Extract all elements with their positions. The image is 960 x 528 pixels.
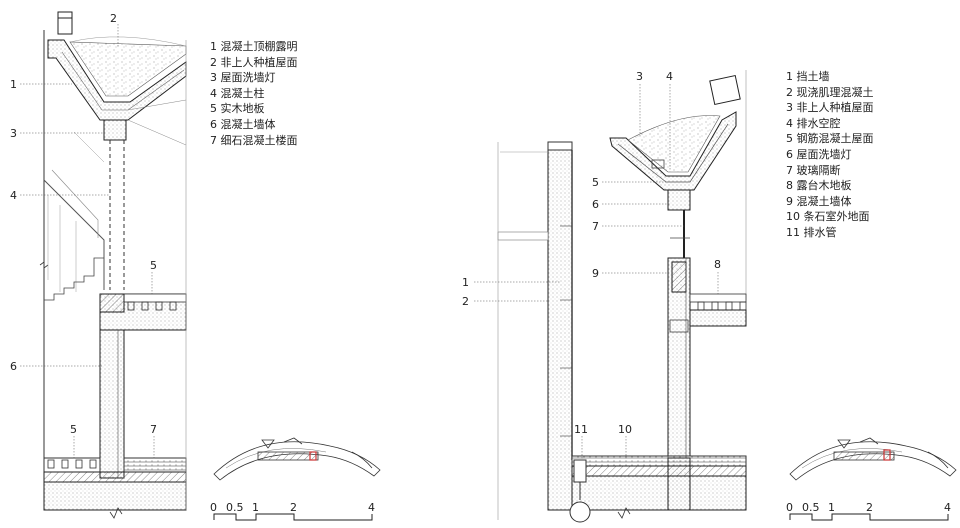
- right-scale-0: 0: [786, 501, 793, 514]
- left-legend-item: 6 混凝土墙体: [210, 117, 276, 131]
- right-callout-6: 6: [592, 198, 599, 211]
- right-callout-5: 5: [592, 176, 599, 189]
- left-scale-labels: 0 0.5 1 2 4: [210, 501, 375, 514]
- right-callouts: 3 4 5 6 7 9 8 1 2 11 10: [462, 70, 721, 436]
- right-legend-item: 11 排水管: [786, 225, 837, 239]
- left-legend-item: 2 非上人种植屋面: [210, 55, 298, 69]
- right-legend-item: 1 挡土墙: [786, 70, 830, 83]
- right-callout-9: 9: [592, 267, 599, 280]
- left-callout-3: 3: [10, 127, 17, 140]
- left-callout-2: 2: [110, 12, 117, 25]
- right-legend-item: 9 混凝土墙体: [786, 194, 852, 208]
- left-leader-lines: [20, 24, 155, 460]
- right-terrace-deck: [689, 293, 747, 303]
- left-scale-4: 4: [368, 501, 375, 514]
- right-roof-soil: [627, 115, 721, 173]
- left-concrete-wall: [99, 329, 125, 479]
- right-callout-4: 4: [666, 70, 673, 83]
- left-stair: [43, 179, 105, 290]
- left-legend-item: 1 混凝土顶棚露明: [210, 40, 298, 53]
- left-scale-0.5: 0.5: [226, 501, 244, 514]
- right-legend-item: 4 排水空腔: [786, 116, 841, 130]
- left-callout-1: 1: [10, 78, 17, 91]
- left-scale-1: 1: [252, 501, 259, 514]
- left-key-plan: [213, 437, 381, 481]
- left-callout-5-upper: 5: [150, 259, 157, 272]
- right-scale-labels: 0 0.5 1 2 4: [786, 501, 951, 514]
- left-roof-soil: [69, 41, 187, 97]
- right-legend-item: 6 屋面洗墙灯: [786, 147, 852, 161]
- left-concrete-column: [103, 119, 127, 141]
- right-legend-item: 2 现浇肌理混凝土: [786, 85, 874, 99]
- left-legend: 1 混凝土顶棚露明 2 非上人种植屋面 3 屋面洗墙灯 4 混凝土柱 5 实木地…: [210, 39, 298, 148]
- right-legend-item: 10 条石室外地面: [786, 210, 870, 224]
- left-scale-2: 2: [290, 501, 297, 514]
- right-legend-item: 7 玻璃隔断: [786, 163, 841, 177]
- right-ground-slab: [571, 455, 747, 467]
- right-drain-channel: [573, 459, 587, 483]
- right-scale-0.5: 0.5: [802, 501, 820, 514]
- right-callout-10: 10: [618, 423, 632, 436]
- right-callout-1: 1: [462, 276, 469, 289]
- right-section-detail: [497, 70, 747, 523]
- left-legend-item: 5 实木地板: [210, 102, 265, 116]
- right-scale-4: 4: [944, 501, 951, 514]
- right-retaining-wall: [547, 149, 573, 511]
- right-key-plan: [789, 437, 957, 481]
- right-legend: 1 挡土墙 2 现浇肌理混凝土 3 非上人种植屋面 4 排水空腔 5 钢筋混凝土…: [786, 69, 874, 241]
- right-scale-2: 2: [866, 501, 873, 514]
- left-scale-0: 0: [210, 501, 217, 514]
- left-callout-4: 4: [10, 189, 17, 202]
- right-callout-2: 2: [462, 295, 469, 308]
- left-callout-5-lower: 5: [70, 423, 77, 436]
- left-scale-bar: [213, 513, 373, 521]
- left-legend-item: 3 屋面洗墙灯: [210, 71, 276, 85]
- right-legend-item: 5 钢筋混凝土屋面: [786, 132, 874, 146]
- right-legend-item: 3 非上人种植屋面: [786, 101, 874, 115]
- left-section-detail: [39, 11, 187, 519]
- right-callout-8: 8: [714, 258, 721, 271]
- right-legend-item: 8 露台木地板: [786, 179, 852, 193]
- right-callout-7: 7: [592, 220, 599, 233]
- right-callout-11: 11: [574, 423, 588, 436]
- right-roof-v-slab: [609, 111, 737, 191]
- left-callout-6: 6: [10, 360, 17, 373]
- left-callouts: 2 1 3 4 5 6 5 7: [10, 12, 157, 436]
- right-callout-3: 3: [636, 70, 643, 83]
- left-legend-item: 7 细石混凝土楼面: [210, 133, 298, 147]
- left-callout-7: 7: [150, 423, 157, 436]
- right-drain-pipe: [569, 501, 591, 523]
- right-scale-1: 1: [828, 501, 835, 514]
- right-scale-bar: [789, 513, 949, 521]
- left-legend-item: 4 混凝土柱: [210, 86, 265, 100]
- right-leader-lines: [474, 84, 719, 460]
